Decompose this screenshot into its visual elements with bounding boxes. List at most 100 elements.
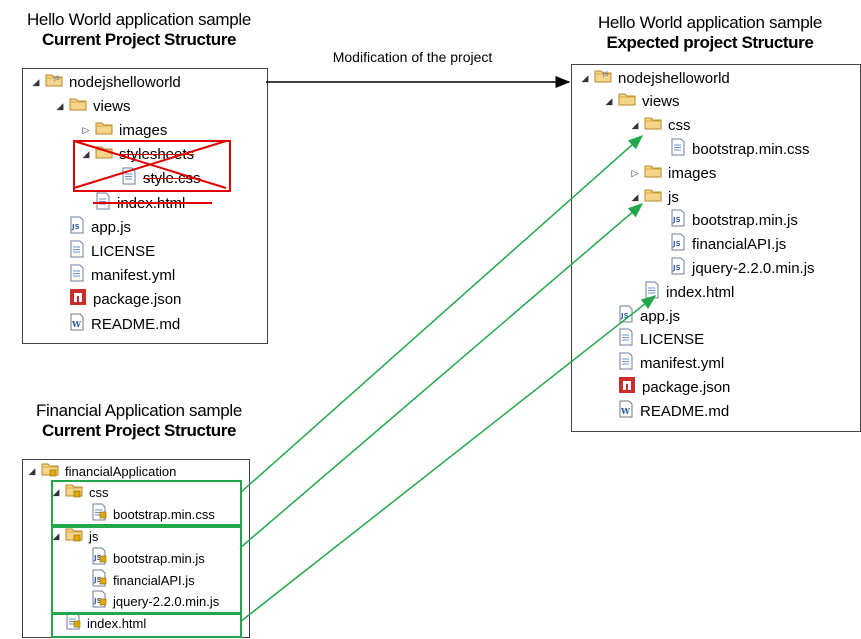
- tree-item[interactable]: package.json: [55, 289, 181, 311]
- svg-text:JS: JS: [620, 312, 629, 320]
- tree-item-label: views: [93, 97, 131, 115]
- tree-item-label: README.md: [640, 402, 730, 420]
- tree-item-label: package.json: [93, 291, 182, 309]
- tree-item[interactable]: LICENSE: [55, 240, 155, 262]
- tree-item[interactable]: ▷images: [81, 119, 168, 141]
- tree-item-label: jquery-2.2.0.min.js: [692, 259, 815, 277]
- tree-item-label: financialAPI.js: [692, 236, 787, 254]
- tree-item[interactable]: ◢financialApplication: [27, 461, 176, 481]
- tree-item-label: manifest.yml: [91, 267, 176, 285]
- tree-item-label: bootstrap.min.css: [692, 140, 810, 158]
- js-file-icon: JS: [670, 233, 686, 256]
- tree-item[interactable]: manifest.yml: [604, 352, 725, 375]
- tree-item[interactable]: ▷ images: [630, 162, 717, 184]
- svg-text:JS: JS: [602, 71, 609, 78]
- expand-closed-icon[interactable]: ▷: [82, 124, 90, 135]
- move-arrow-js: [239, 203, 644, 549]
- tree-item-label: css: [89, 485, 109, 501]
- expand-open-icon[interactable]: ◢: [82, 149, 90, 160]
- locked-folder-icon: [41, 461, 59, 482]
- folder-icon: [644, 187, 662, 208]
- deletion-box: [73, 140, 231, 192]
- expand-open-icon[interactable]: ◢: [581, 72, 589, 83]
- tree-item[interactable]: bootstrap.min.css: [77, 503, 215, 525]
- word-file-icon: W: [69, 313, 85, 336]
- expand-open-icon[interactable]: ◢: [28, 465, 36, 476]
- delete-cross-line: [73, 140, 227, 189]
- locked-folder-icon: [65, 482, 83, 503]
- expand-open-icon[interactable]: ◢: [52, 530, 60, 541]
- tree-item[interactable]: ◢ css: [51, 483, 109, 503]
- tree-item-label: LICENSE: [640, 331, 705, 349]
- file-icon: [644, 281, 660, 304]
- tree-item-label: views: [642, 93, 680, 111]
- tree-item[interactable]: JS app.js: [604, 305, 680, 327]
- caption-subtitle: Expected project Structure: [606, 33, 814, 53]
- expand-open-icon[interactable]: ◢: [52, 487, 60, 498]
- tree-item[interactable]: manifest.yml: [55, 264, 176, 287]
- tree-item-label: app.js: [91, 218, 132, 236]
- move-arrow-index: [239, 295, 657, 623]
- tree-item[interactable]: index.html: [51, 612, 146, 634]
- svg-text:JS: JS: [93, 576, 102, 584]
- tree-item[interactable]: W README.md: [604, 400, 729, 422]
- tree-item-label: images: [668, 164, 717, 182]
- locked-js-file-icon: JS: [91, 569, 107, 592]
- tree-item-label: app.js: [640, 307, 681, 325]
- folder-icon: [618, 91, 636, 112]
- expand-open-icon[interactable]: ◢: [605, 96, 613, 107]
- caption-current-helloworld: Hello World application sample Current P…: [0, 10, 278, 51]
- svg-text:JS: JS: [672, 240, 681, 248]
- tree-item[interactable]: JS app.js: [55, 216, 131, 238]
- file-icon: [69, 240, 85, 263]
- tree-item[interactable]: ◢ views: [55, 95, 131, 117]
- tree-item-label: nodejshelloworld: [618, 69, 730, 87]
- expand-closed-icon[interactable]: ▷: [631, 167, 639, 178]
- caption-current-financial: Financial Application sample Current Pro…: [0, 401, 278, 442]
- svg-text:JS: JS: [93, 597, 102, 605]
- word-file-icon: W: [618, 400, 634, 423]
- tree-item-label: README.md: [91, 315, 181, 333]
- modification-label: Modification of the project: [332, 49, 493, 65]
- tree-item[interactable]: ◢ JS nodejshelloworld: [580, 67, 730, 89]
- tree-item[interactable]: index.html: [630, 281, 734, 303]
- tree-item-label: js: [668, 188, 679, 206]
- tree-item[interactable]: ◢ js: [51, 526, 98, 546]
- tree-item-label: LICENSE: [91, 242, 156, 260]
- tree-item-label: bootstrap.min.css: [113, 507, 215, 523]
- tree-item[interactable]: bootstrap.min.css: [656, 138, 810, 160]
- tree-item-label: js: [89, 528, 99, 544]
- tree-item[interactable]: LICENSE: [604, 328, 705, 351]
- tree-item[interactable]: JS financialAPI.js: [656, 233, 787, 256]
- caption-title: Hello World application sample: [26, 10, 252, 29]
- svg-text:JS: JS: [71, 223, 80, 231]
- tree-item[interactable]: ◢ stylesheets: [81, 144, 195, 166]
- expand-open-icon[interactable]: ◢: [32, 76, 40, 87]
- tree-item-label: financialAPI.js: [113, 572, 195, 588]
- tree-item[interactable]: W README.md: [55, 313, 180, 335]
- js-file-icon: JS: [670, 209, 686, 232]
- highlight-box-index: [51, 613, 242, 638]
- tree-item-label: stylesheets: [119, 146, 195, 164]
- expand-open-icon[interactable]: ◢: [631, 120, 639, 131]
- expand-open-icon[interactable]: ◢: [56, 100, 64, 111]
- tree-item[interactable]: ◢ js: [630, 186, 679, 208]
- svg-text:W: W: [620, 406, 631, 416]
- js-file-icon: JS: [69, 216, 85, 239]
- locked-folder-icon: [65, 526, 83, 547]
- tree-item[interactable]: ◢css: [630, 115, 691, 137]
- tree-item[interactable]: JS financialAPI.js: [77, 569, 195, 592]
- tree-item-label: style.css: [143, 170, 201, 188]
- tree-item[interactable]: package.json: [604, 376, 730, 398]
- tree-item[interactable]: ◢ views: [604, 91, 680, 113]
- expand-open-icon[interactable]: ◢: [631, 191, 639, 202]
- tree-item-label: manifest.yml: [640, 355, 725, 373]
